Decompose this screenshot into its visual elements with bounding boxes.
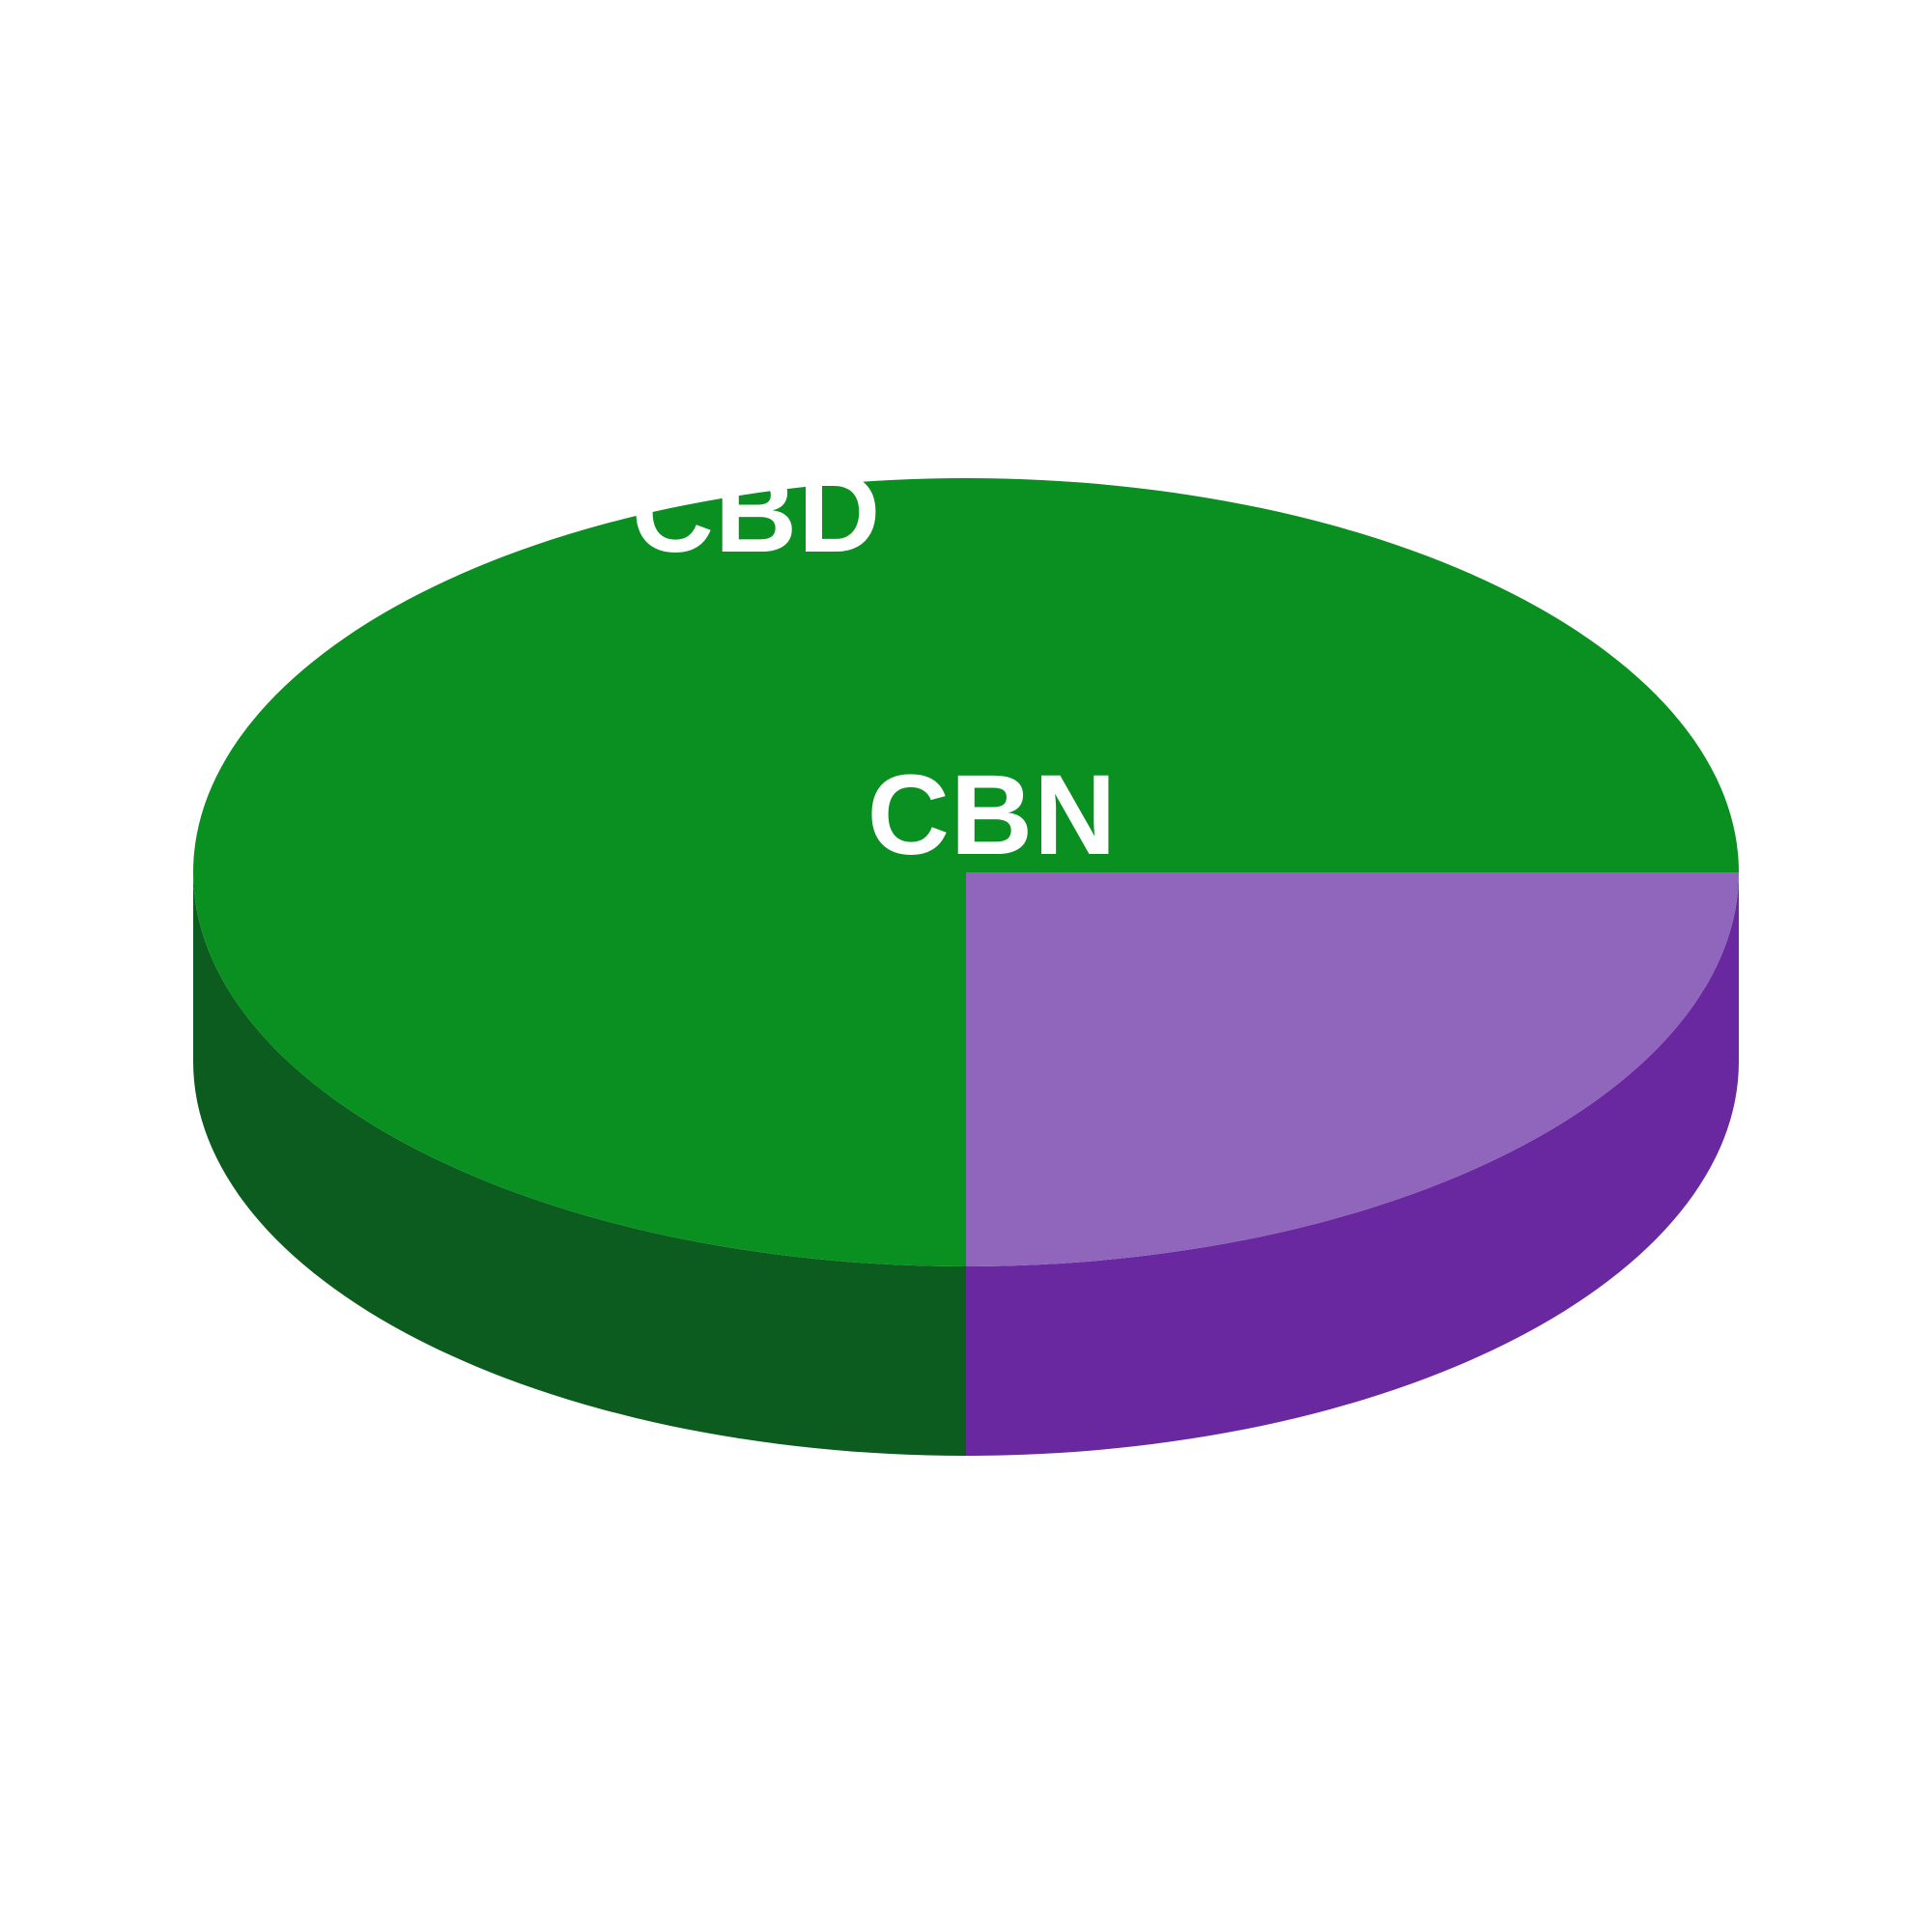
pie-side-walls (193, 872, 1739, 1456)
slice-label-cbd: CBD (632, 449, 882, 577)
pie-side-wall-cbn (966, 872, 1739, 1456)
pie-side-wall-cbd (193, 872, 966, 1456)
pie-slice-cbn[interactable] (966, 872, 1739, 1266)
pie-top-surface (193, 478, 1739, 1266)
slice-label-cbn: CBN (867, 752, 1118, 879)
